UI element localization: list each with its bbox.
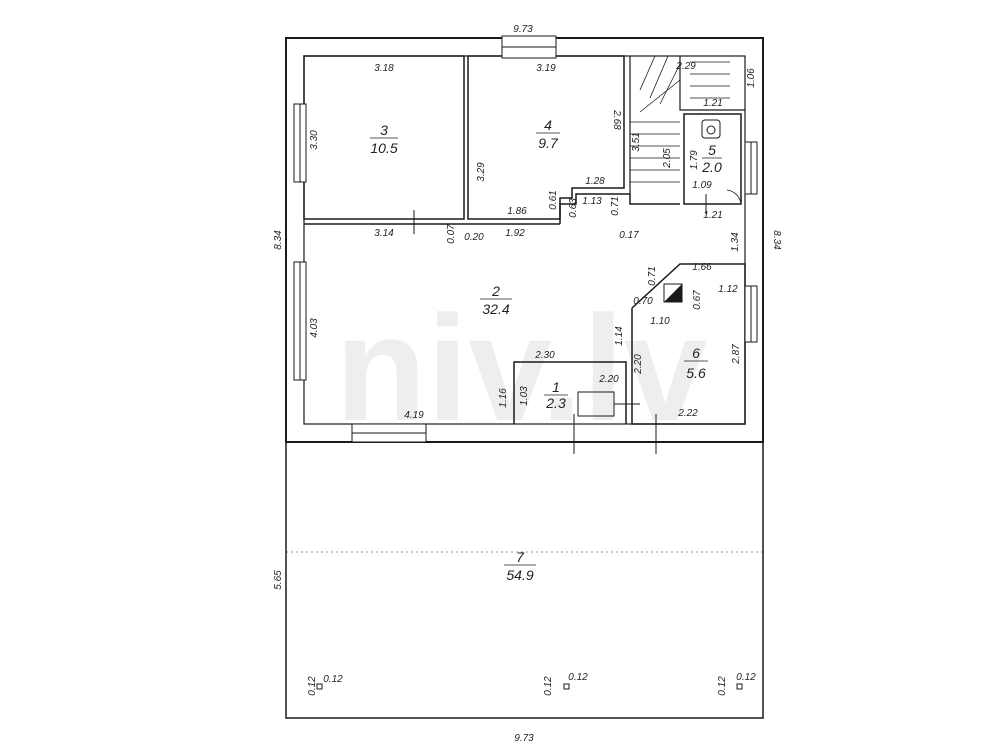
dim-label: 3.30: [309, 130, 320, 150]
room-2-area: 32.4: [482, 301, 509, 317]
dim-label: 1.21: [703, 210, 722, 221]
dim-label: 4.19: [404, 410, 424, 421]
dim-label: 1.28: [585, 176, 605, 187]
dim-label: 1.92: [505, 228, 525, 239]
windows: [293, 35, 758, 443]
toilet-bowl-icon: [706, 125, 716, 135]
door-swing-icon: [726, 189, 742, 205]
door-marks: [413, 194, 707, 454]
chimney-fill: [664, 284, 682, 302]
dim-label: 0.63: [568, 198, 579, 218]
dim-post-label: 0.12: [717, 676, 728, 696]
dim-overall-right: 8.34: [771, 230, 782, 250]
terrace-outline: [285, 441, 764, 719]
terrace-posts: [316, 683, 743, 690]
dim-label: 2.29: [675, 61, 696, 72]
dim-post-label: 0.12: [568, 672, 588, 683]
dim-label: 3.29: [476, 162, 487, 182]
dim-label: 0.20: [464, 232, 484, 243]
dim-label: 2.20: [633, 354, 644, 375]
dim-label: 1.34: [730, 232, 741, 252]
dim-label: 1.16: [498, 388, 509, 408]
dim-label: 1.06: [746, 68, 757, 88]
room-6-outline: [631, 263, 746, 425]
room-7-number: 7: [516, 549, 525, 565]
dim-label: 2.87: [731, 344, 742, 365]
dim-label: 2.05: [662, 148, 673, 169]
dim-label: 4.03: [309, 318, 320, 338]
dim-label: 0.70: [633, 296, 653, 307]
room-5-area: 2.0: [701, 159, 722, 175]
dim-overall-left: 8.34: [273, 230, 284, 250]
dim-label: 0.07: [446, 224, 457, 244]
dim-label: 1.86: [507, 206, 527, 217]
dim-post-label: 0.12: [323, 674, 343, 685]
dim-post-label: 0.12: [543, 676, 554, 696]
dim-overall-top: 9.73: [513, 24, 533, 35]
dim-label: 0.17: [619, 230, 639, 241]
dim-label: 0.67: [692, 290, 703, 310]
dim-label: 1.21: [703, 98, 722, 109]
dim-label: 3.19: [536, 63, 556, 74]
room-3-number: 3: [380, 122, 388, 138]
dim-label: 3.51: [631, 132, 642, 151]
dim-label: 1.03: [519, 386, 530, 406]
toilet-icon: [701, 119, 721, 139]
dim-label: 0.71: [610, 196, 621, 215]
room-4-outline: [467, 55, 625, 220]
room-6-area: 5.6: [686, 365, 706, 381]
dim-label: 3.14: [374, 228, 394, 239]
dim-label: 0.61: [548, 190, 559, 209]
room-1-area: 2.3: [545, 395, 566, 411]
dim-label: 3.18: [374, 63, 394, 74]
dim-label: 1.12: [718, 284, 738, 295]
room-1-number: 1: [552, 379, 560, 395]
dim-label: 0.71: [647, 266, 658, 285]
room-4-area: 9.7: [538, 135, 559, 151]
room-4-number: 4: [544, 117, 552, 133]
dim-overall-bottom: 9.73: [514, 733, 534, 744]
room-7-area: 54.9: [506, 567, 533, 583]
room-5-number: 5: [708, 142, 716, 158]
dim-label: 1.79: [689, 150, 700, 170]
room-2-number: 2: [491, 283, 500, 299]
room-6-number: 6: [692, 345, 700, 361]
dim-label: 2.68: [611, 109, 622, 130]
room-1-outline: [513, 361, 627, 424]
dim-label: 2.22: [677, 408, 698, 419]
stair-steps: [630, 55, 730, 183]
dim-label: 1.10: [650, 316, 670, 327]
dim-post-label: 0.12: [307, 676, 318, 696]
dim-label: 1.13: [582, 196, 602, 207]
dim-label: 2.20: [598, 374, 619, 385]
dim-post-label: 0.12: [736, 672, 756, 683]
dim-label: 1.09: [692, 180, 712, 191]
stair-wall: [679, 56, 745, 111]
partition-line: [559, 193, 680, 224]
dim-terrace-left: 5.65: [273, 570, 284, 590]
room-5-outline: [683, 113, 742, 205]
dim-label: 1.14: [614, 326, 625, 346]
dim-label: 1.66: [692, 262, 712, 273]
dim-label: 2.30: [534, 350, 555, 361]
room-3-area: 10.5: [370, 140, 397, 156]
